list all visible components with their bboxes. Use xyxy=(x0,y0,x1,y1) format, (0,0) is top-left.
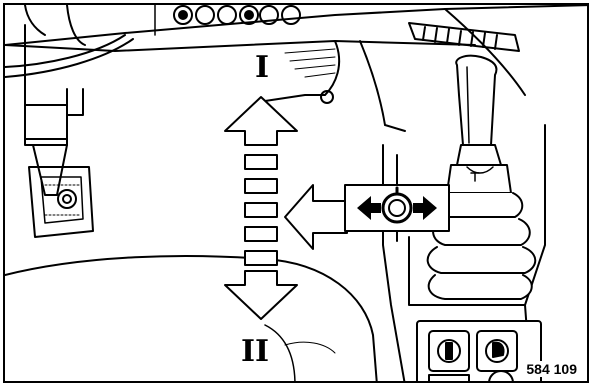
pedal-icon xyxy=(28,166,94,238)
arrow-down-icon xyxy=(224,270,298,320)
dash-segment xyxy=(244,226,278,242)
dash-segment xyxy=(244,250,278,266)
gear-lever-icon xyxy=(426,54,537,300)
arrow-left-icon xyxy=(284,184,348,250)
arrow-up-icon xyxy=(224,96,298,146)
dash-segment xyxy=(244,202,278,218)
line-drawing xyxy=(5,5,587,381)
rotary-selector-icon xyxy=(344,184,450,232)
gear-label-first: I xyxy=(255,50,270,85)
shift-direction-arrows xyxy=(224,96,348,320)
technical-illustration: I II 584 109 xyxy=(3,3,589,383)
reference-number: 584 109 xyxy=(524,361,579,377)
vent-grille xyxy=(408,22,520,52)
gauge-cluster xyxy=(173,5,301,25)
gear-label-second: II xyxy=(241,334,270,369)
dash-segment xyxy=(244,154,278,170)
steering-wheel-icon xyxy=(5,5,134,196)
dash-segment xyxy=(244,178,278,194)
dashboard xyxy=(5,5,587,132)
switch-panel-icon xyxy=(416,320,542,381)
